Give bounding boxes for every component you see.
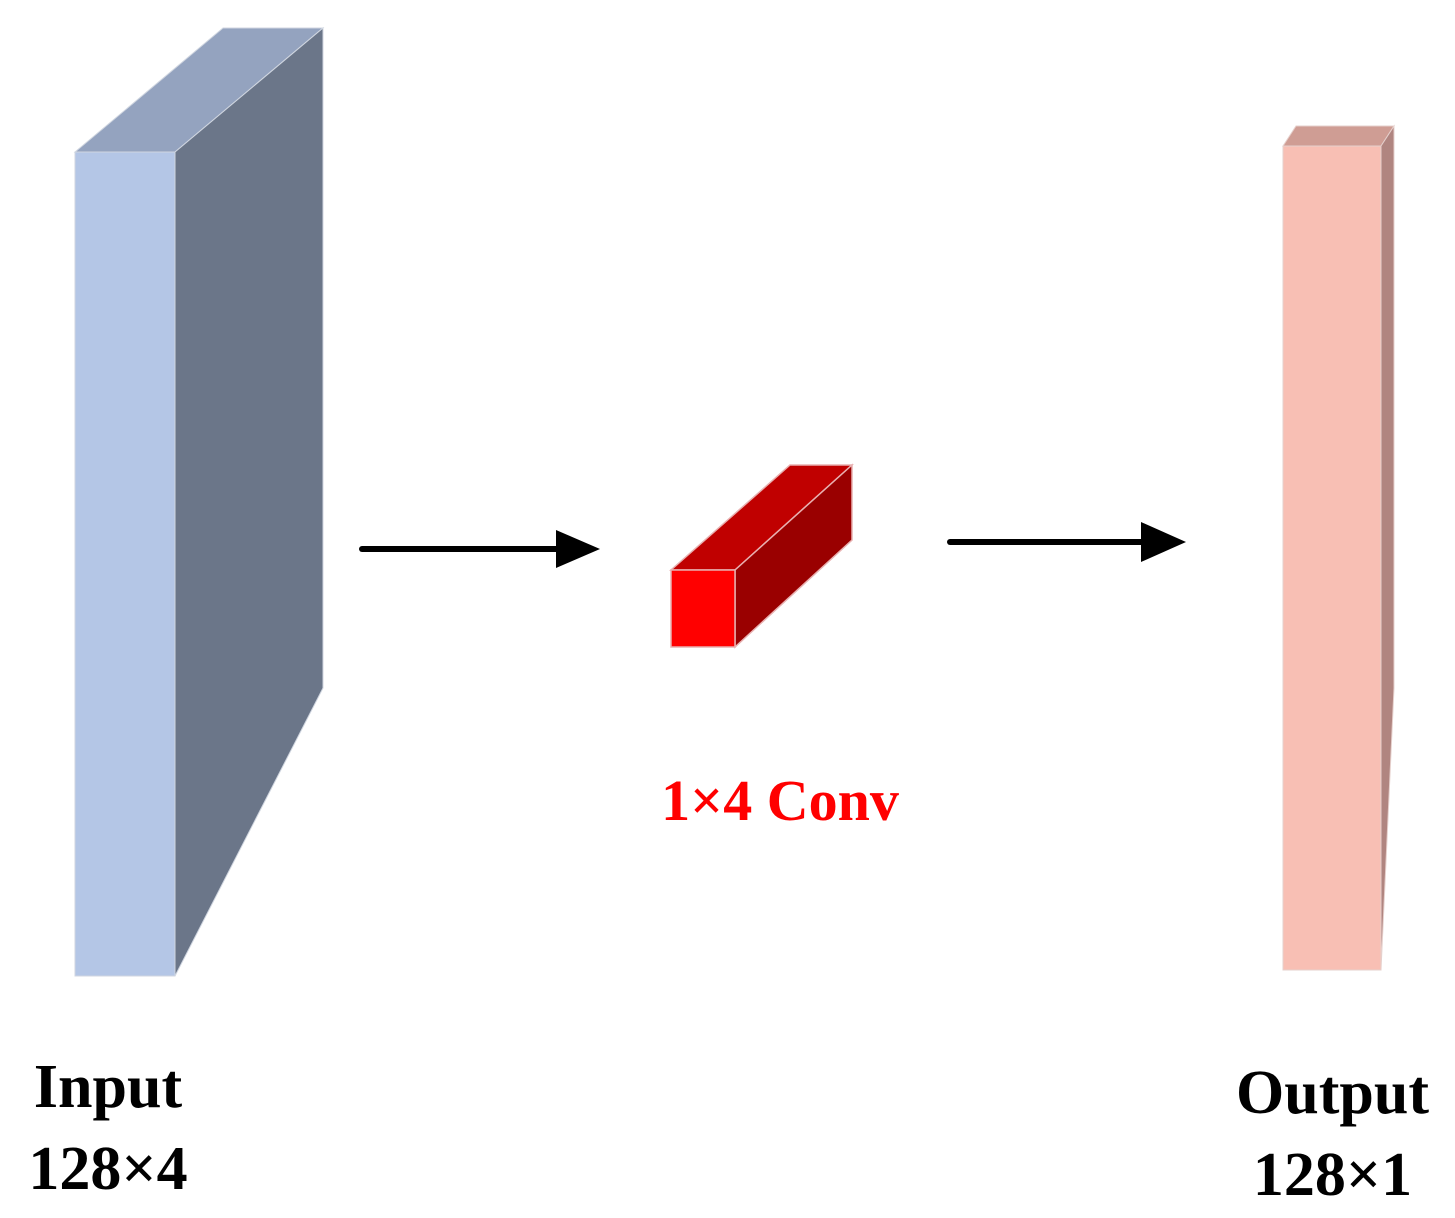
- arrow-input-to-conv: [359, 530, 600, 568]
- conv-kernel-front: [670, 569, 736, 648]
- output-block: [1282, 124, 1395, 971]
- output-label: Output 128×1: [1215, 1062, 1450, 1206]
- output-shape: 128×1: [1252, 1141, 1413, 1209]
- input-name: Input: [33, 1053, 183, 1121]
- output-name: Output: [1236, 1059, 1429, 1127]
- input-block-front: [74, 151, 176, 977]
- input-shape: 128×4: [28, 1135, 188, 1203]
- arrow-conv-to-output: [947, 522, 1186, 562]
- conv-kernel: [669, 463, 854, 649]
- input-block: [73, 26, 325, 977]
- output-block-top: [1282, 125, 1395, 147]
- output-block-front: [1282, 145, 1382, 971]
- output-block-side: [1380, 124, 1395, 971]
- input-label: Input 128×4: [8, 1056, 208, 1200]
- conv-label: 1×4 Conv: [661, 768, 899, 833]
- input-block-side: [174, 26, 324, 977]
